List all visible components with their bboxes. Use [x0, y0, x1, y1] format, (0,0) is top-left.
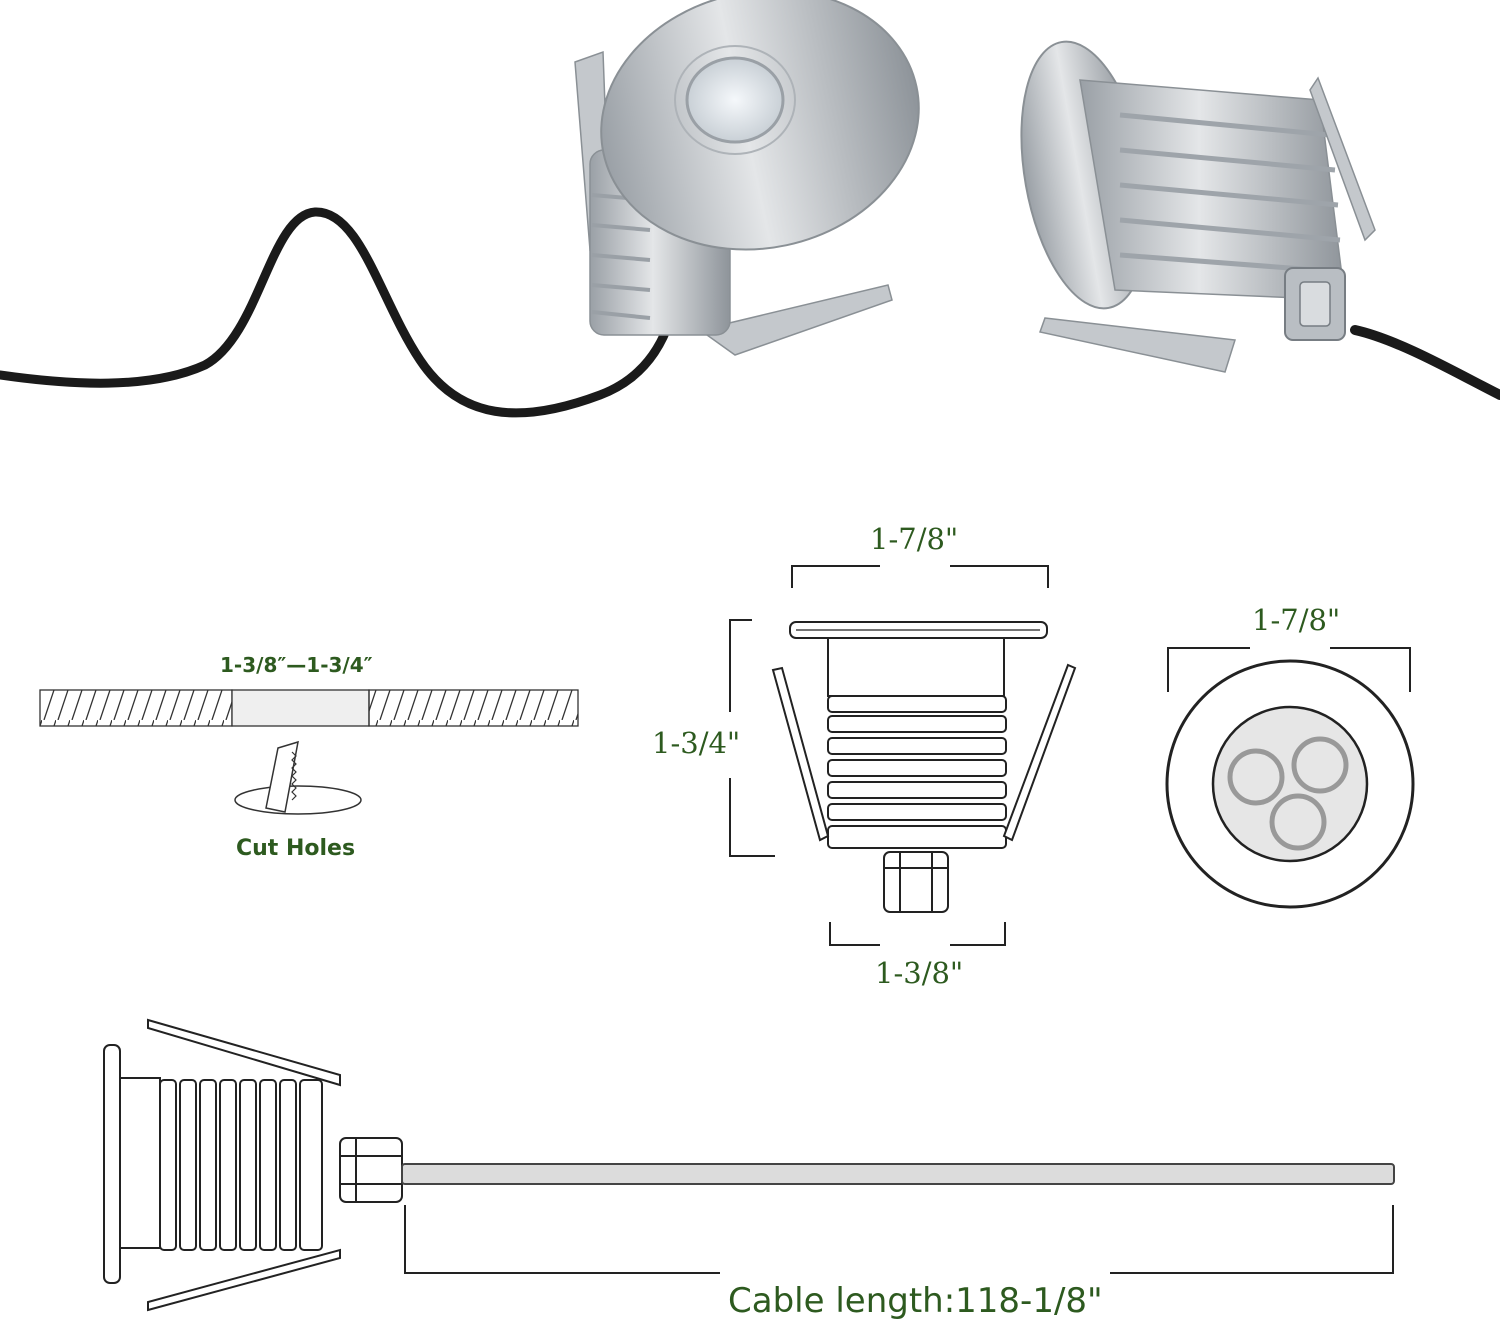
dim-bracket-top	[791, 565, 880, 588]
fin-7	[827, 825, 1007, 849]
front-view-drawing	[1165, 647, 1415, 909]
cable-length-label: Cable length:118-1/8"	[728, 1281, 1103, 1321]
side-bottom-width-label: 1-3/8"	[875, 956, 964, 990]
side-cable-gland	[883, 851, 949, 913]
bottom-fin-3	[199, 1079, 217, 1251]
fin-1	[827, 695, 1007, 713]
fin-4	[827, 759, 1007, 777]
power-cable-rear	[1350, 325, 1500, 400]
bottom-fin-8	[299, 1079, 323, 1251]
bottom-cable	[401, 1163, 1395, 1185]
hole-saw-icon	[265, 740, 299, 813]
bottom-flange	[103, 1044, 121, 1284]
lens	[685, 56, 785, 144]
cut-hole-range-label: 1-3/8″—1-3/4″	[220, 653, 373, 677]
product-photo-rear	[1020, 40, 1500, 400]
bottom-cable-gland	[339, 1137, 403, 1203]
spring-clip-rear-bottom	[1039, 317, 1236, 373]
fin-3	[827, 737, 1007, 755]
side-spring-right	[1002, 663, 1077, 842]
dim-bracket-front	[1167, 647, 1250, 692]
bottom-fin-2	[179, 1079, 197, 1251]
fin-5	[827, 781, 1007, 799]
fin-2	[827, 715, 1007, 733]
surface-hatch-right	[368, 689, 579, 727]
dim-bracket-height	[729, 619, 752, 712]
bottom-spring-bottom	[147, 1248, 341, 1312]
cut-hole-drawing	[39, 689, 579, 815]
spring-clip-rear-right	[1309, 76, 1376, 242]
power-cable	[0, 207, 675, 418]
bottom-spring-top	[147, 1018, 341, 1087]
side-top-width-label: 1-7/8"	[870, 522, 959, 556]
bottom-fin-5	[239, 1079, 257, 1251]
bottom-fin-6	[259, 1079, 277, 1251]
hole-gap	[231, 689, 370, 727]
cut-holes-caption: Cut Holes	[236, 836, 356, 861]
spring-clip-bottom	[698, 284, 893, 356]
led-1	[1227, 748, 1285, 806]
product-photo-front	[0, 0, 920, 418]
front-width-label: 1-7/8"	[1252, 603, 1341, 637]
bottom-fin-4	[219, 1079, 237, 1251]
front-flange-outer	[1165, 659, 1415, 909]
led-2	[1291, 736, 1349, 794]
fin-6	[827, 803, 1007, 821]
side-view-drawing	[729, 565, 1077, 946]
dim-bracket-cable	[404, 1205, 720, 1274]
surface-hatch-left	[39, 689, 233, 727]
side-spring-left	[771, 666, 830, 842]
cut-hole-ellipse	[234, 785, 362, 815]
cable-length-drawing	[103, 1018, 1395, 1312]
bottom-fin-7	[279, 1079, 297, 1251]
side-height-label: 1-3/4"	[652, 726, 741, 760]
bottom-fin-1	[159, 1079, 177, 1251]
led-3	[1269, 793, 1327, 851]
dim-bracket-bottom	[829, 922, 880, 946]
